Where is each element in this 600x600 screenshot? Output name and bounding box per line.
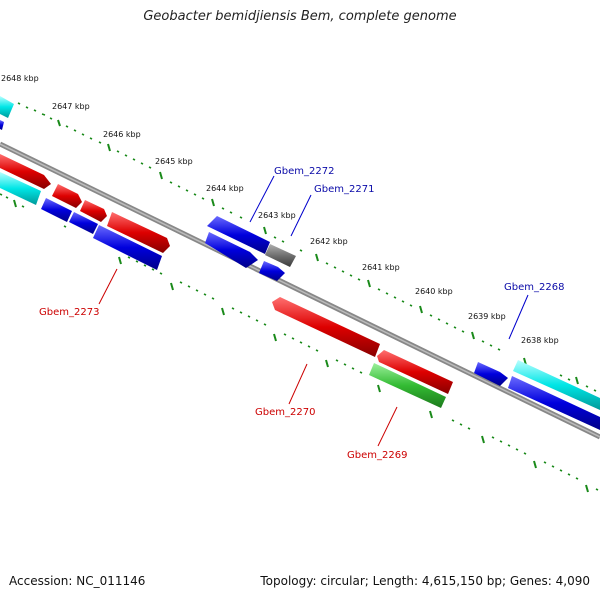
kbp-label: 2641 kbp bbox=[362, 263, 400, 272]
reverse-cds[interactable] bbox=[80, 200, 107, 222]
gene-labels: Gbem_2272 Gbem_2271 Gbem_2268 Gbem_2273 … bbox=[39, 166, 564, 461]
reverse-cds[interactable] bbox=[377, 350, 453, 394]
reverse-strand-features bbox=[0, 154, 453, 408]
forward-cds[interactable] bbox=[93, 225, 162, 270]
reverse-cds[interactable] bbox=[52, 184, 82, 208]
kbp-label: 2645 kbp bbox=[155, 157, 193, 166]
map-title: Geobacter bemidjiensis Bem, complete gen… bbox=[143, 9, 457, 24]
gene-label-gbem-2270[interactable]: Gbem_2270 bbox=[255, 407, 315, 418]
green-feature[interactable] bbox=[369, 363, 446, 408]
reverse-cds[interactable] bbox=[0, 154, 51, 189]
kbp-label: 2644 kbp bbox=[206, 184, 244, 193]
forward-cds[interactable] bbox=[207, 216, 270, 254]
other-feature[interactable] bbox=[265, 244, 296, 267]
topology-summary: Topology: circular; Length: 4,615,150 bp… bbox=[260, 574, 590, 588]
inner-tick-ring bbox=[0, 193, 599, 493]
kbp-labels: 2648 kbp 2647 kbp 2646 kbp 2645 kbp 2644… bbox=[1, 74, 559, 345]
rna-feature[interactable] bbox=[0, 172, 41, 205]
gene-label-gbem-2268[interactable]: Gbem_2268 bbox=[504, 282, 564, 293]
kbp-label: 2646 kbp bbox=[103, 130, 141, 139]
forward-cds[interactable] bbox=[0, 120, 4, 130]
forward-cds[interactable] bbox=[69, 212, 98, 234]
forward-cds[interactable] bbox=[474, 362, 508, 386]
kbp-label: 2642 kbp bbox=[310, 237, 348, 246]
callout-lines bbox=[98, 175, 529, 447]
outer-tick-ring bbox=[17, 102, 597, 392]
forward-cds[interactable] bbox=[259, 261, 285, 281]
kbp-label: 2639 kbp bbox=[468, 312, 506, 321]
reverse-cds[interactable] bbox=[272, 297, 380, 357]
forward-cds[interactable] bbox=[205, 232, 258, 268]
kbp-label: 2648 kbp bbox=[1, 74, 39, 83]
reverse-cds[interactable] bbox=[107, 212, 170, 253]
gene-label-gbem-2271[interactable]: Gbem_2271 bbox=[314, 184, 374, 195]
accession-text: Accession: NC_011146 bbox=[9, 574, 146, 588]
backbone bbox=[0, 141, 600, 440]
kbp-label: 2640 kbp bbox=[415, 287, 453, 296]
gene-label-gbem-2269[interactable]: Gbem_2269 bbox=[347, 450, 407, 461]
kbp-label: 2647 kbp bbox=[52, 102, 90, 111]
forward-strand-features bbox=[0, 96, 600, 430]
gene-label-gbem-2273[interactable]: Gbem_2273 bbox=[39, 307, 99, 318]
kbp-label: 2643 kbp bbox=[258, 211, 296, 220]
gene-label-gbem-2272[interactable]: Gbem_2272 bbox=[274, 166, 334, 177]
forward-cds[interactable] bbox=[41, 198, 72, 222]
kbp-label: 2638 kbp bbox=[521, 336, 559, 345]
rna-feature[interactable] bbox=[0, 96, 14, 118]
rna-feature[interactable] bbox=[513, 360, 600, 410]
forward-cds[interactable] bbox=[508, 376, 600, 430]
